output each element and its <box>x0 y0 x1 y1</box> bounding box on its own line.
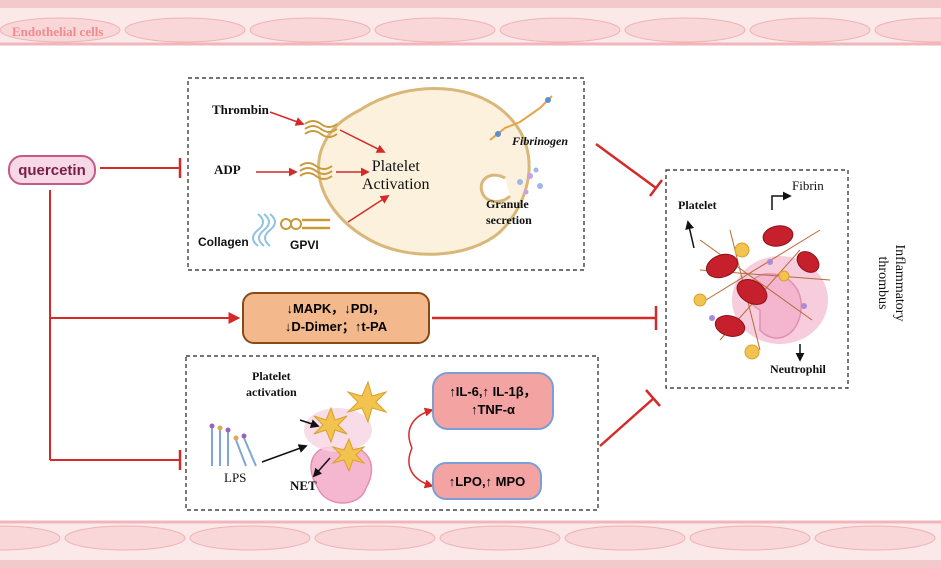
thrombus-fibrin-label: Fibrin <box>792 178 824 193</box>
lpo-mpo-box: ↑LPO,↑ MPO <box>432 462 542 500</box>
bottom-to-thrombus-inhibit-line <box>599 397 655 447</box>
platelet-cell-illustration <box>317 87 531 256</box>
adp-receptor-icon <box>299 162 333 180</box>
fibrinogen-icon <box>489 95 553 141</box>
top-panel-frame <box>187 77 585 271</box>
fibrinogen-label: Fibrinogen <box>512 134 569 148</box>
collagen-label: Collagen <box>198 235 249 249</box>
gpvi-receptor-icon <box>280 218 330 230</box>
platelet-activation-line2: Activation <box>362 176 430 193</box>
platelet-activation-line1: Platelet <box>371 158 420 175</box>
endothelium-top <box>0 0 941 46</box>
lps-label: LPS <box>224 470 247 485</box>
quercetin-label: quercetin <box>18 161 86 179</box>
platelet-activation-bottom-label: Platelet activation <box>246 368 297 400</box>
adp-label: ADP <box>214 162 241 177</box>
curve-to-cytokines-arrow <box>408 407 434 449</box>
top-to-thrombus-bar <box>649 179 663 197</box>
thrombus-neutrophil-label: Neutrophil <box>770 362 826 376</box>
cytokines-line2: ↑TNF-α <box>470 402 516 417</box>
thrombus-fibrin-arrow <box>771 191 792 210</box>
middle-effects-box: ↓MAPK，↓PDI， ↓D-Dimer；↑t-PA <box>242 292 430 344</box>
bottom-to-thrombus-bar <box>645 389 661 407</box>
inflammatory-line2: thrombus <box>875 256 890 310</box>
granule-dots <box>517 167 543 195</box>
middle-effects-line1: ↓MAPK，↓PDI， <box>286 301 386 316</box>
activated-platelets-bottom <box>313 380 388 473</box>
lps-dots <box>209 423 247 441</box>
granule-secretion-label: Granule secretion <box>486 196 532 228</box>
granule-line1: Granule <box>486 197 529 211</box>
lps-molecule-icon <box>211 428 257 467</box>
cytokines-line1: ↑IL-6,↑ IL-1β， <box>449 384 537 399</box>
lpo-mpo-label: ↑LPO,↑ MPO <box>448 473 526 489</box>
middle-effects-line2: ↓D-Dimer；↑t-PA <box>284 319 388 334</box>
endothelial-cells-label: Endothelial cells <box>12 24 104 39</box>
thrombin-arrow <box>269 111 305 126</box>
thrombin-label: Thrombin <box>212 102 269 117</box>
bottom-activation-line2: activation <box>246 385 297 399</box>
gpvi-label: GPVI <box>290 238 319 252</box>
lps-arrow <box>261 444 308 463</box>
top-to-thrombus-inhibit-line <box>595 142 657 190</box>
platelet-activation-title: Platelet Activation <box>362 158 430 194</box>
inflammatory-thrombus-title: Inflammatory thrombus <box>874 238 908 328</box>
curve-to-lpo-arrow <box>408 447 434 489</box>
quercetin-pill: quercetin <box>8 155 96 185</box>
endothelium-bottom <box>0 520 941 568</box>
thrombus-platelet-arrow <box>685 220 695 249</box>
gpvi-to-activation-arrow <box>347 195 390 223</box>
bottom-panel-frame <box>185 355 599 511</box>
net-arrow <box>312 457 331 478</box>
thrombus-illustration <box>693 225 831 360</box>
collagen-fiber-icon <box>252 213 276 247</box>
thrombin-to-activation-arrow <box>339 129 386 153</box>
cytokines-box: ↑IL-6,↑ IL-1β， ↑TNF-α <box>432 372 554 430</box>
inflammatory-line1: Inflammatory <box>892 244 907 322</box>
thrombus-platelet-label: Platelet <box>678 198 717 212</box>
granule-line2: secretion <box>486 213 532 227</box>
thrombus-panel-frame <box>665 169 849 389</box>
bottom-activation-line1: Platelet <box>252 369 291 383</box>
platelet-activation-arrow <box>299 419 320 428</box>
net-label: NET <box>290 478 317 493</box>
thrombin-receptor-icon <box>304 120 338 138</box>
